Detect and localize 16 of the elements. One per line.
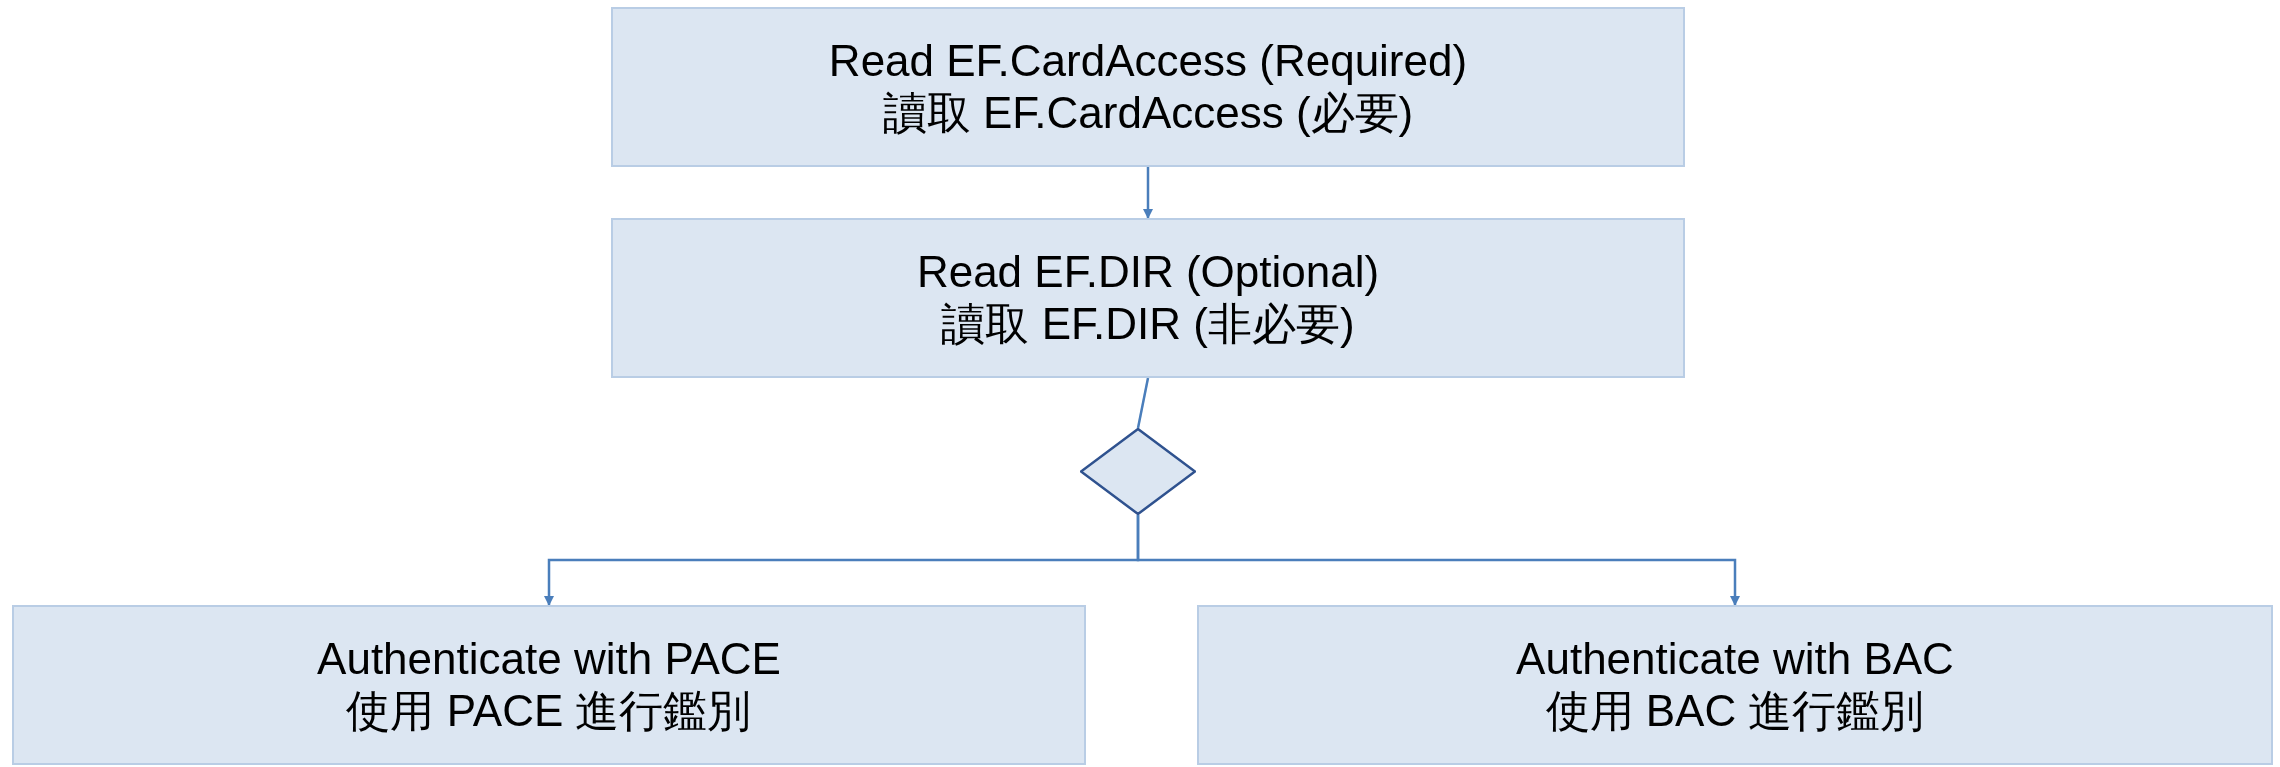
process-box: [12, 605, 1086, 765]
box-label: Read EF.CardAccess (Required): [828, 35, 1468, 87]
connector-line: [1136, 377, 1150, 429]
box-label: Read EF.DIR (Optional): [916, 246, 1380, 298]
box-label: Authenticate with PACE: [317, 633, 781, 685]
box-label: 使用 BAC 進行鑑別: [1545, 685, 1925, 737]
box-label: 讀取 EF.CardAccess (必要): [882, 87, 1414, 139]
decision-diamond: [1080, 428, 1196, 515]
process-box: [611, 218, 1685, 378]
box-label: 讀取 EF.DIR (非必要): [941, 298, 1355, 350]
process-box: [611, 7, 1685, 167]
box-label: 使用 PACE 進行鑑別: [346, 685, 752, 737]
box-label: Authenticate with BAC: [1516, 633, 1954, 685]
arrow: [1136, 515, 1740, 606]
arrow: [1143, 167, 1153, 219]
process-box: [1197, 605, 2273, 765]
